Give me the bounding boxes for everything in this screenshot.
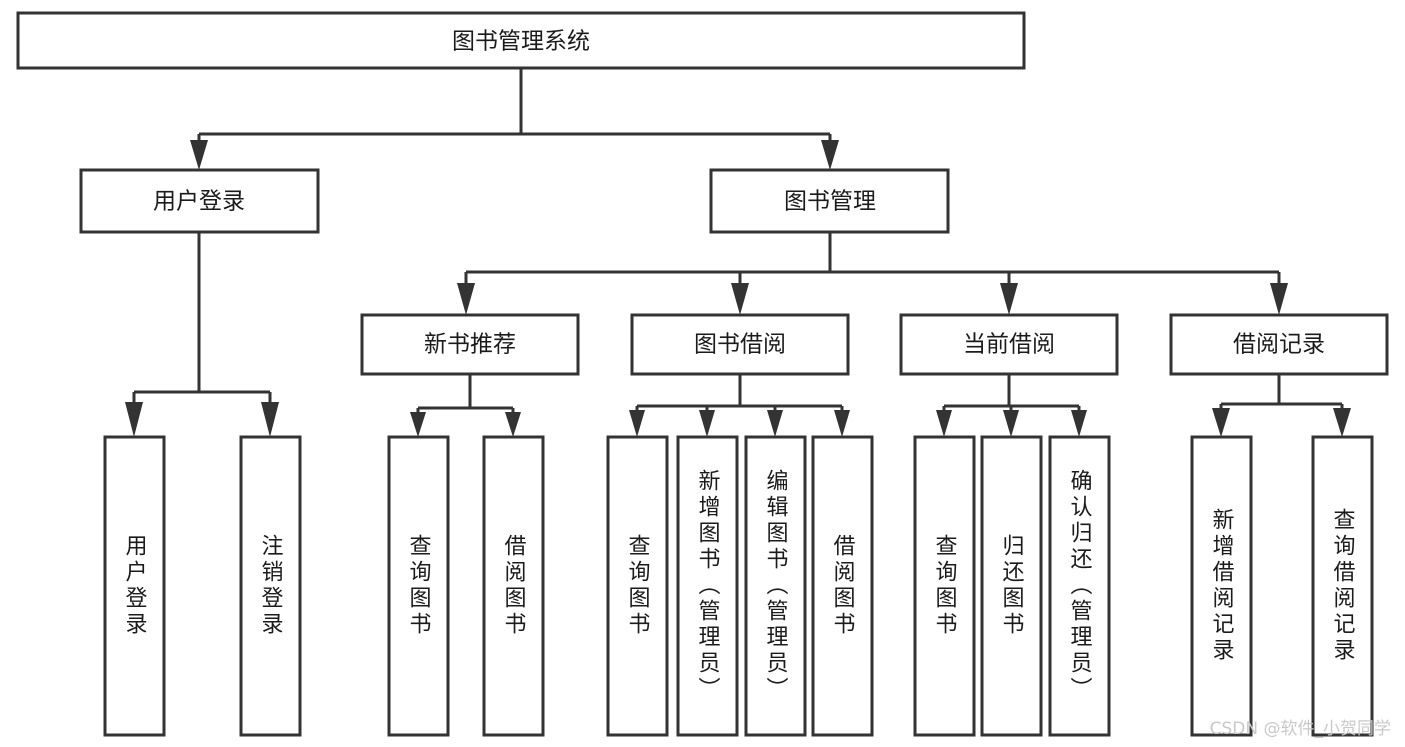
arrow-head-leaf-return-book — [1003, 410, 1019, 437]
node-current-borrow[interactable]: 当前借阅 — [899, 313, 1119, 376]
node-system-label: 图书管理系统 — [452, 29, 590, 55]
node-leaf-query-book-3[interactable]: 查询图书 — [913, 435, 976, 737]
arrow-head-leaf-add-record — [1212, 408, 1230, 437]
node-leaf-logout-login[interactable]: 注销登录 — [239, 435, 302, 737]
node-book-manage-box[interactable] — [709, 168, 950, 234]
arrow-head-new-book-recommend — [457, 283, 475, 315]
node-leaf-confirm-return-box[interactable] — [1048, 435, 1111, 737]
node-leaf-add-book-label: 新增图书（管理员） — [695, 469, 721, 703]
node-leaf-return-book-label: 归还图书 — [999, 534, 1025, 638]
node-borrow-record-label: 借阅记录 — [1233, 332, 1325, 358]
node-leaf-query-book-1[interactable]: 查询图书 — [387, 435, 450, 737]
node-borrow-record[interactable]: 借阅记录 — [1169, 313, 1389, 376]
node-leaf-borrow-book-2[interactable]: 借阅图书 — [811, 435, 874, 737]
connector-layer — [125, 68, 1351, 437]
node-leaf-query-book-2-label: 查询图书 — [625, 534, 651, 638]
node-book-manage[interactable]: 图书管理 — [709, 168, 950, 234]
node-borrow-record-box[interactable] — [1169, 313, 1389, 376]
node-user-login[interactable]: 用户登录 — [79, 168, 320, 234]
node-leaf-confirm-return[interactable]: 确认归还（管理员） — [1048, 435, 1111, 737]
arrow-head-book-borrow — [731, 283, 749, 315]
arrow-head-leaf-query-book-1 — [410, 412, 426, 437]
node-system-box[interactable] — [16, 11, 1026, 70]
node-leaf-user-login[interactable]: 用户登录 — [103, 435, 166, 737]
node-leaf-query-book-1-label: 查询图书 — [406, 534, 432, 638]
arrow-head-leaf-borrow-book-1 — [505, 412, 521, 437]
node-leaf-query-book-3-label: 查询图书 — [932, 534, 958, 638]
node-leaf-query-record[interactable]: 查询借阅记录 — [1311, 435, 1374, 737]
node-leaf-return-book-box[interactable] — [980, 435, 1043, 737]
node-leaf-query-record-box[interactable] — [1311, 435, 1374, 737]
node-user-login-label: 用户登录 — [153, 189, 245, 215]
arrow-head-leaf-logout-login — [261, 402, 279, 437]
node-current-borrow-label: 当前借阅 — [963, 332, 1055, 358]
node-leaf-user-login-box[interactable] — [103, 435, 166, 737]
node-leaf-borrow-book-2-label: 借阅图书 — [830, 534, 856, 638]
node-new-book-recommend-label: 新书推荐 — [424, 332, 516, 358]
node-leaf-confirm-return-label: 确认归还（管理员） — [1067, 469, 1093, 703]
arrow-head-book-manage — [821, 140, 839, 170]
arrow-head-leaf-add-book — [699, 410, 715, 437]
node-leaf-add-book[interactable]: 新增图书（管理员） — [676, 435, 739, 737]
arrow-head-leaf-query-book-3 — [936, 410, 952, 437]
node-book-manage-label: 图书管理 — [784, 189, 876, 215]
arrow-head-leaf-borrow-book-2 — [834, 410, 850, 437]
node-leaf-add-record-label: 新增借阅记录 — [1209, 508, 1235, 664]
node-leaf-edit-book-label: 编辑图书（管理员） — [763, 469, 789, 703]
arrow-head-leaf-confirm-return — [1071, 410, 1087, 437]
node-leaf-borrow-book-1-box[interactable] — [482, 435, 545, 737]
arrow-head-leaf-user-login — [125, 402, 143, 437]
node-book-borrow-box[interactable] — [630, 313, 850, 376]
node-leaf-logout-login-label: 注销登录 — [258, 534, 284, 638]
node-leaf-return-book[interactable]: 归还图书 — [980, 435, 1043, 737]
node-leaf-edit-book-box[interactable] — [744, 435, 807, 737]
node-current-borrow-box[interactable] — [899, 313, 1119, 376]
node-leaf-add-record-box[interactable] — [1190, 435, 1253, 737]
node-user-login-box[interactable] — [79, 168, 320, 234]
node-leaf-query-book-1-box[interactable] — [387, 435, 450, 737]
node-leaf-query-book-3-box[interactable] — [913, 435, 976, 737]
node-new-book-recommend-box[interactable] — [360, 313, 580, 376]
node-leaf-borrow-book-2-box[interactable] — [811, 435, 874, 737]
node-system[interactable]: 图书管理系统 — [16, 11, 1026, 70]
arrow-head-leaf-query-book-2 — [629, 410, 645, 437]
node-book-borrow[interactable]: 图书借阅 — [630, 313, 850, 376]
node-leaf-add-book-box[interactable] — [676, 435, 739, 737]
arrow-head-borrow-record — [1270, 283, 1288, 315]
node-leaf-borrow-book-1-label: 借阅图书 — [501, 534, 527, 638]
arrow-head-leaf-query-record — [1333, 408, 1351, 437]
node-book-borrow-label: 图书借阅 — [694, 332, 786, 358]
arrow-head-current-borrow — [1000, 283, 1018, 315]
node-leaf-query-book-2-box[interactable] — [606, 435, 669, 737]
node-leaf-query-record-label: 查询借阅记录 — [1330, 508, 1356, 664]
node-leaf-add-record[interactable]: 新增借阅记录 — [1190, 435, 1253, 737]
node-leaf-borrow-book-1[interactable]: 借阅图书 — [482, 435, 545, 737]
arrow-head-leaf-edit-book — [767, 410, 783, 437]
node-leaf-query-book-2[interactable]: 查询图书 — [606, 435, 669, 737]
arrow-head-user-login — [190, 140, 208, 170]
node-leaf-logout-login-box[interactable] — [239, 435, 302, 737]
node-leaf-edit-book[interactable]: 编辑图书（管理员） — [744, 435, 807, 737]
node-new-book-recommend[interactable]: 新书推荐 — [360, 313, 580, 376]
node-leaf-user-login-label: 用户登录 — [122, 534, 148, 638]
